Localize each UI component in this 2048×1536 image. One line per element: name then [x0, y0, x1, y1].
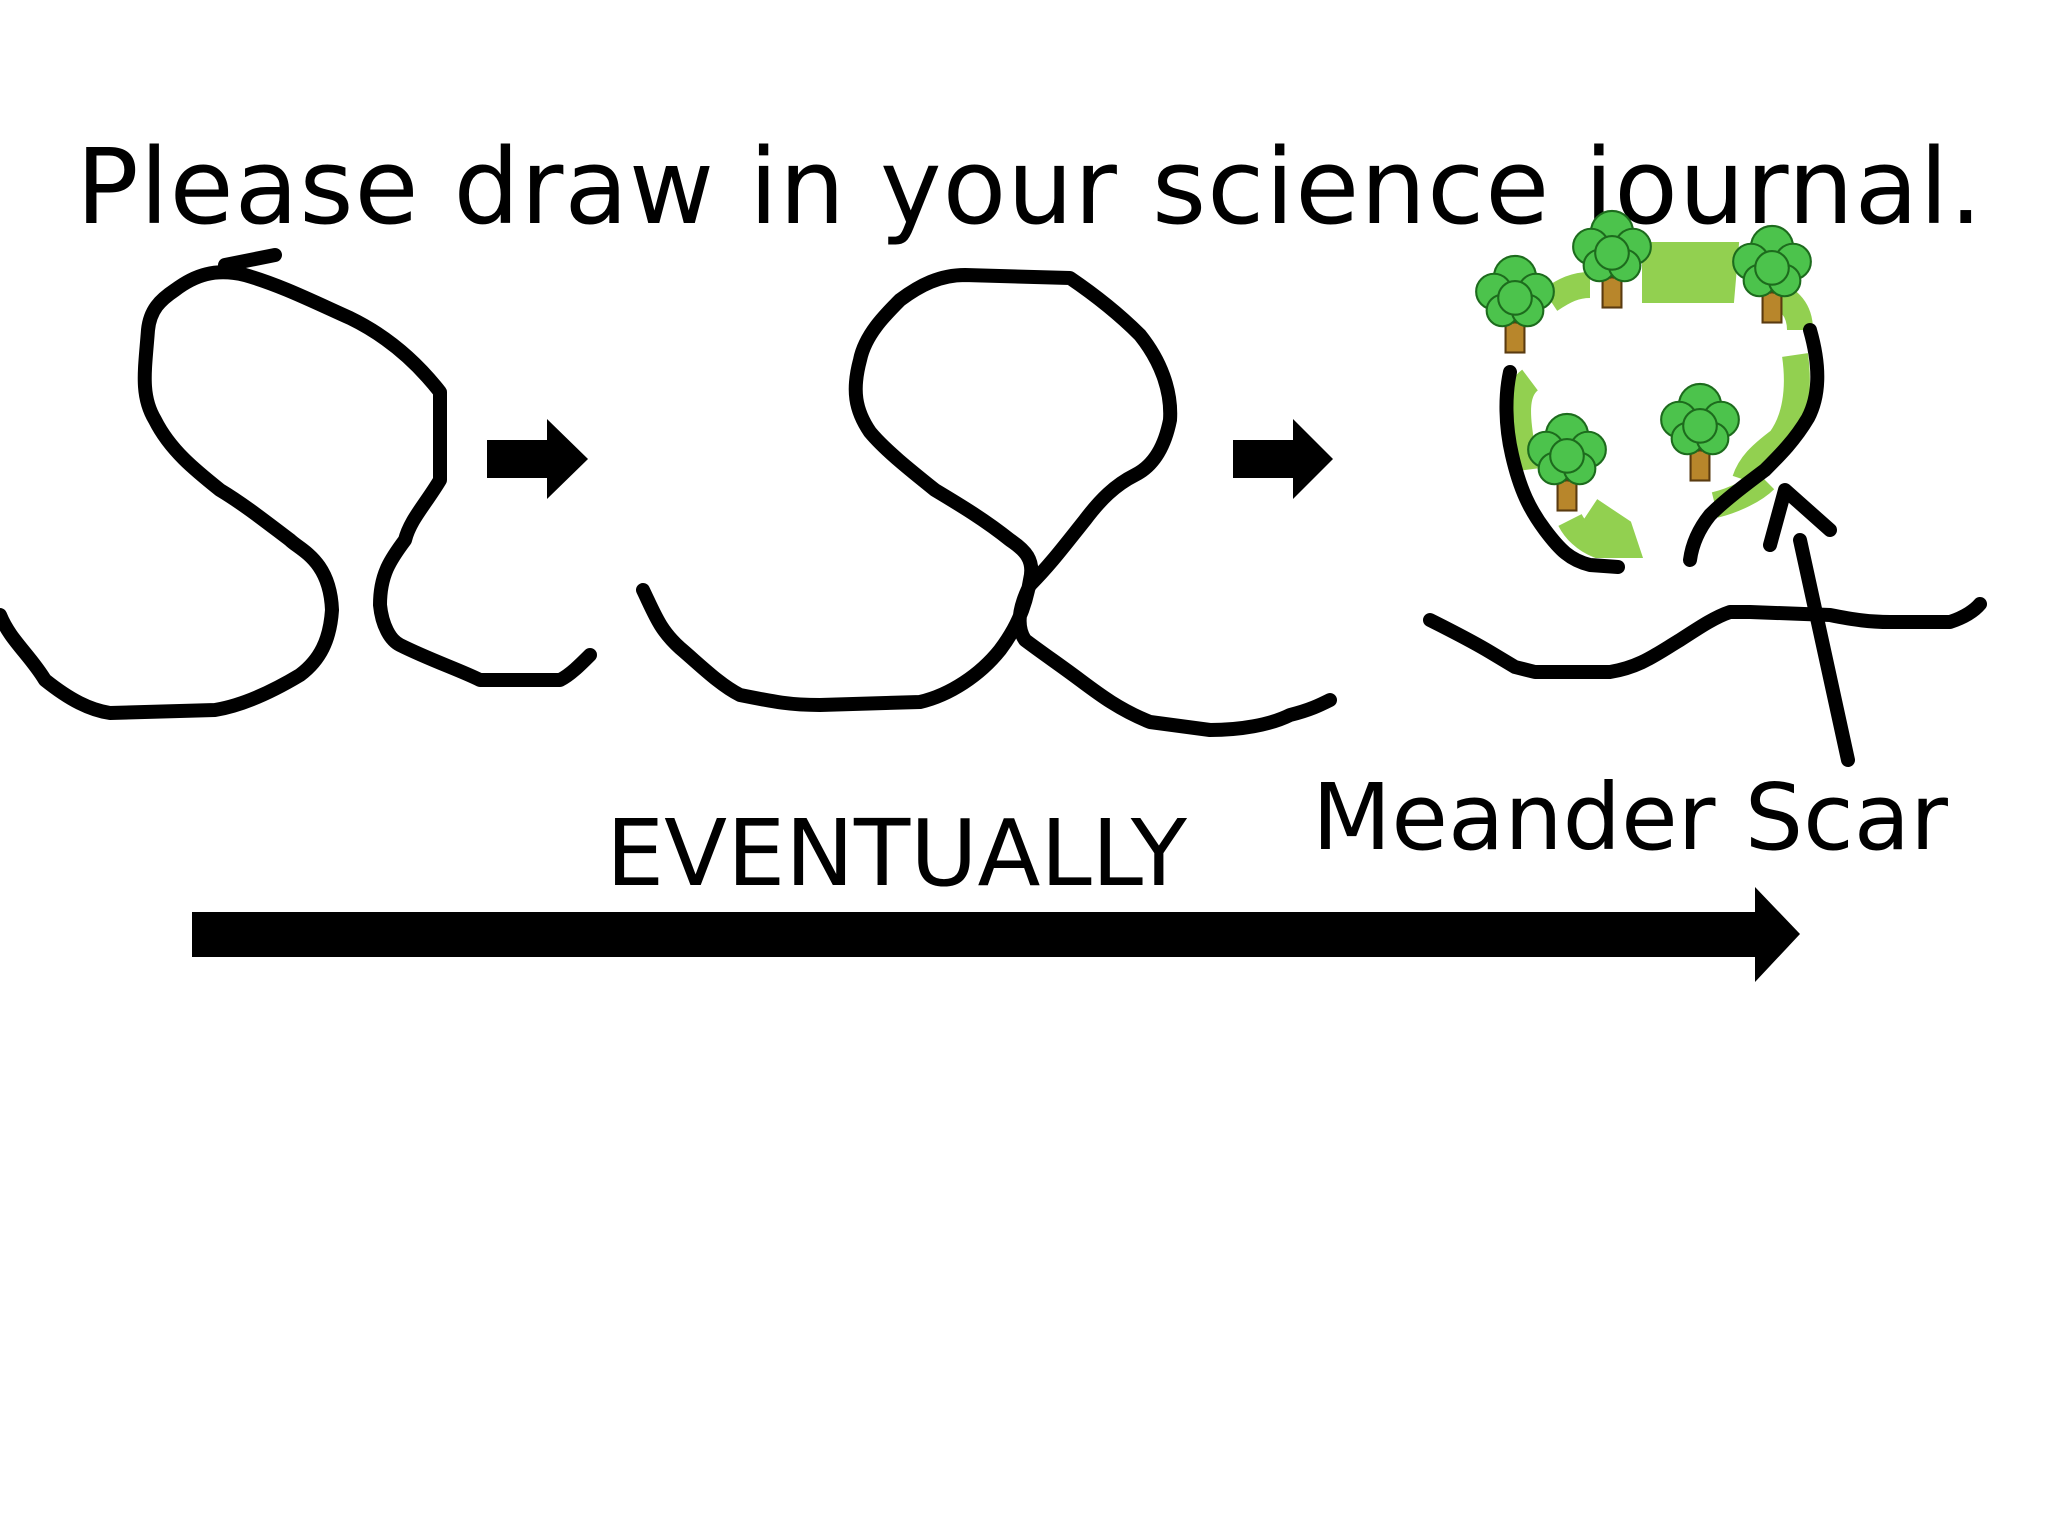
page-title: Please draw in your science journal. [76, 126, 1984, 248]
meander-stage-2 [636, 268, 1337, 737]
tree-icon [1659, 382, 1741, 483]
tree-icon [1526, 412, 1608, 513]
oxbow-bank-left [1499, 365, 1625, 574]
arrow-right-icon [1233, 419, 1333, 499]
vegetation-ring [1505, 257, 1813, 558]
scar-pointer [1793, 533, 1855, 767]
river-path-1 [0, 265, 597, 720]
river-path-3 [1423, 597, 1987, 679]
meander-scar-label: Meander Scar [1312, 764, 1948, 871]
oxbow-bank-right [1683, 323, 1825, 567]
eventually-arrow [192, 887, 1800, 982]
tree-icon [1474, 254, 1556, 355]
meander-stage-3 [1423, 209, 1987, 767]
vegetation-patch [1642, 242, 1740, 303]
scar-pointer-head [1763, 483, 1837, 552]
arrow-right-icon [487, 419, 588, 499]
river-notch-1 [218, 248, 282, 272]
meander-stage-1 [0, 248, 597, 720]
eventually-label: EVENTUALLY [606, 800, 1187, 907]
river-path-2 [636, 268, 1337, 737]
